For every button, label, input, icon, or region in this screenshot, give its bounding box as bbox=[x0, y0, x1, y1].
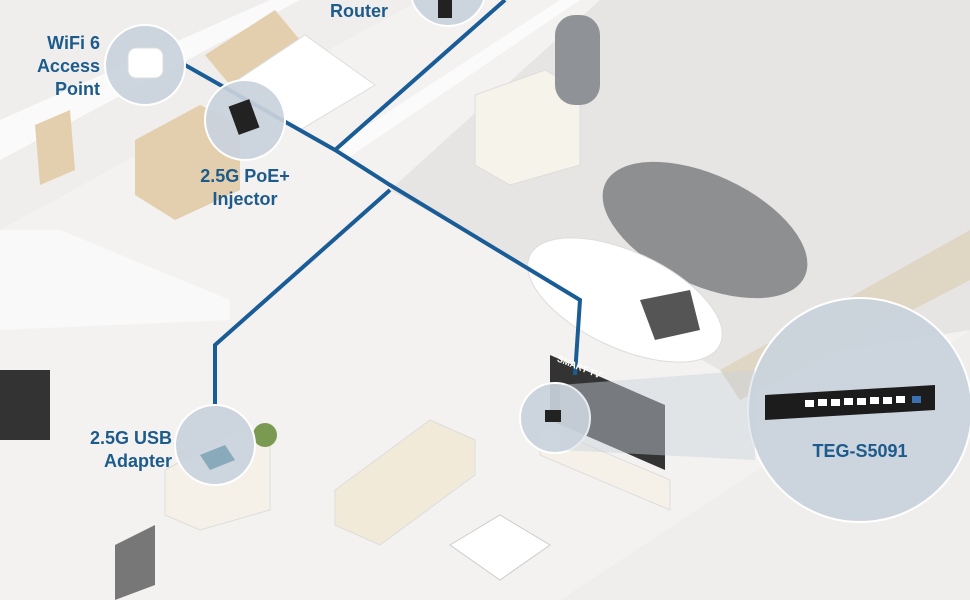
poe-injector-device bbox=[228, 99, 260, 135]
cable-router bbox=[333, 0, 507, 152]
bathroom-tv bbox=[0, 370, 50, 440]
coffee-table bbox=[449, 514, 551, 581]
label-line: WiFi 6 bbox=[47, 33, 100, 53]
fridge bbox=[115, 525, 155, 600]
cable-adapter bbox=[213, 188, 392, 405]
usb-adapter-label: 2.5G USB Adapter bbox=[60, 427, 172, 473]
wall bbox=[330, 0, 580, 160]
car-window bbox=[640, 290, 700, 340]
label-line: 2.5G USB bbox=[89, 428, 172, 448]
label-line: Adapter bbox=[103, 451, 172, 471]
water-heater bbox=[555, 15, 600, 105]
switch-ports bbox=[805, 396, 921, 407]
smart-tv bbox=[550, 355, 665, 470]
poe-injector-label: 2.5G PoE+ Injector bbox=[185, 165, 305, 211]
access-point-device bbox=[127, 47, 164, 79]
label-line: Access bbox=[36, 56, 100, 76]
callout-beam bbox=[560, 370, 755, 460]
plant bbox=[253, 423, 277, 447]
tv-switch bbox=[545, 410, 561, 422]
washer bbox=[474, 69, 581, 186]
sofa bbox=[334, 419, 476, 546]
access-point-label: WiFi 6 Access Point bbox=[20, 32, 100, 101]
label-line: Injector bbox=[212, 189, 278, 209]
router-label: Router bbox=[330, 1, 388, 21]
bed-headboard bbox=[205, 10, 300, 85]
door bbox=[35, 110, 75, 185]
router-device bbox=[438, 0, 452, 18]
laptop bbox=[200, 445, 235, 470]
bathroom-wall bbox=[0, 230, 230, 330]
label-line: 2.5G PoE+ bbox=[200, 166, 290, 186]
usb-adapter-bubble bbox=[174, 404, 256, 486]
label-line: Point bbox=[55, 79, 100, 99]
switch-model-label: TEG-S5091 bbox=[812, 441, 908, 461]
